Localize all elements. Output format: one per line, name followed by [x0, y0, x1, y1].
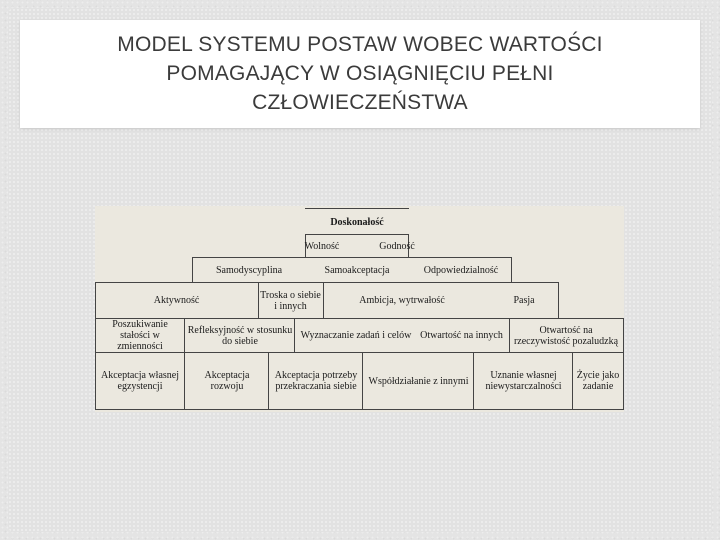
- node-uznanie: Uznanie własnej niewystarczalności: [485, 370, 562, 392]
- node-samoakceptacja: Samoakceptacja: [324, 264, 390, 276]
- node-akceptacja-przekraczania: Akceptacja potrzeby przekraczania siebie: [274, 370, 358, 392]
- diagram-line: [268, 352, 269, 410]
- slide-title-line-1: MODEL SYSTEMU POSTAW WOBEC WARTOŚCI: [117, 33, 603, 56]
- diagram-line: [95, 352, 624, 353]
- diagram-line: [95, 282, 559, 283]
- node-pasja: Pasja: [513, 294, 535, 306]
- diagram-line: [184, 318, 185, 353]
- slide-title-box: MODEL SYSTEMU POSTAW WOBEC WARTOŚCI POMA…: [20, 20, 700, 128]
- diagram-line: [305, 208, 409, 209]
- node-samodyscyplina: Samodyscyplina: [215, 264, 283, 276]
- node-poszukiwanie: Poszukiwanie stałości w zmienności: [112, 319, 168, 352]
- diagram-line: [95, 409, 624, 410]
- diagram-line: [558, 282, 559, 319]
- node-refleksyjnosc: Refleksyjność w stosunku do siebie: [187, 324, 293, 347]
- diagram-line: [511, 257, 512, 283]
- node-wolnosc: Wolność: [304, 240, 340, 252]
- diagram-line: [305, 234, 409, 235]
- node-zycie: Życie jako zadanie: [576, 370, 620, 392]
- node-ambicja: Ambicja, wytrwałość: [359, 294, 445, 306]
- node-akceptacja-rozwoju: Akceptacja rozwoju: [204, 370, 250, 392]
- diagram-line: [294, 318, 295, 353]
- node-wyznaczanie: Wyznaczanie zadań i celów: [300, 330, 412, 341]
- diagram-line: [95, 318, 624, 319]
- slide-title-line-2: POMAGAJĄCY W OSIĄGNIĘCIU PEŁNI: [166, 62, 554, 85]
- diagram-line: [192, 257, 512, 258]
- values-model-diagram: Doskonałość Wolność Godność Samodyscypli…: [95, 206, 624, 412]
- diagram-line: [192, 257, 193, 283]
- node-wspoldzialanie: Współdziałanie z innymi: [368, 375, 469, 387]
- node-aktywnosc: Aktywność: [153, 294, 200, 306]
- diagram-line: [362, 352, 363, 410]
- diagram-line: [323, 282, 324, 319]
- diagram-line: [258, 282, 259, 319]
- diagram-line: [408, 234, 409, 258]
- diagram-line: [305, 234, 306, 258]
- node-akceptacja-egzystencji: Akceptacja własnej egzystencji: [100, 370, 180, 392]
- node-doskonalosc: Doskonałość: [330, 216, 384, 228]
- node-godnosc: Godność: [379, 240, 415, 252]
- node-troska: Troska o siebie i innych: [260, 289, 321, 312]
- diagram-line: [509, 318, 510, 353]
- diagram-line: [473, 352, 474, 410]
- diagram-line: [95, 282, 96, 410]
- node-odpowiedzialnosc: Odpowiedzialność: [423, 264, 499, 276]
- node-otwartosc-innych: Otwartość na innych: [420, 330, 503, 341]
- diagram-line: [184, 352, 185, 410]
- diagram-line: [623, 318, 624, 410]
- node-otwartosc-rzeczywistosc: Otwartość na rzeczywistość pozaludzką: [513, 324, 619, 347]
- diagram-line: [572, 352, 573, 410]
- slide-title-line-3: CZŁOWIECZEŃSTWA: [252, 91, 468, 114]
